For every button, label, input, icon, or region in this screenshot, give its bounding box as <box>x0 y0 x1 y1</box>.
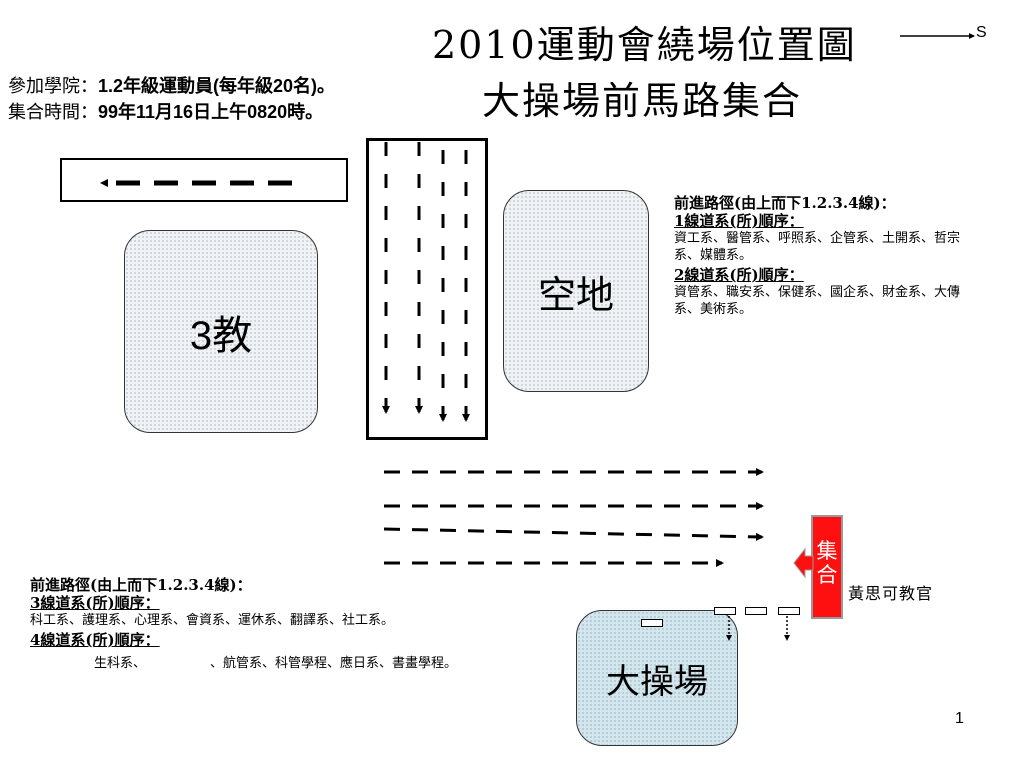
gate-2 <box>745 607 767 615</box>
page-number: 1 <box>955 710 964 727</box>
line2-depts: 資管系、職安系、保健系、國企系、財金系、大傳系、美術系。 <box>674 285 961 317</box>
line2-title: 2線道系(所)順序： <box>674 266 804 284</box>
diagram-title: 2010運動會繞場位置圖 <box>432 23 857 67</box>
line4-depts-b: 、航管系、科管學程、應日系、書畫學程。 <box>210 656 458 671</box>
field-gate <box>641 619 663 627</box>
direction-label: S <box>976 24 987 41</box>
route-bottom-info: 前進路徑(由上而下1.2.3.4線)： 3線道系(所)順序： 科工系、護理系、心… <box>30 576 457 672</box>
time-line: 集合時間：99年11月16日上午0820時。 <box>8 98 323 124</box>
officer-name: 黃思可教官 <box>848 584 934 603</box>
participants-label: 參加學院： <box>8 76 98 96</box>
participants-line: 參加學院：1.2年級運動員(每年級20名)。 <box>8 72 335 98</box>
gate-1 <box>714 607 736 615</box>
downward-route-box <box>366 138 488 440</box>
diagram-subtitle: 大操場前馬路集合 <box>482 79 803 123</box>
big-field: 大操場 <box>576 610 738 746</box>
line4-title: 4線道系(所)順序： <box>30 631 160 649</box>
line4-depts-a: 生科系、 <box>94 656 147 671</box>
route-top-info: 前進路徑(由上而下1.2.3.4線)： 1線道系(所)順序： 資工系、醫管系、呼… <box>674 194 1004 318</box>
assembly-arrow <box>793 547 814 579</box>
route-top-heading: 前進路徑(由上而下1.2.3.4線)： <box>674 194 896 212</box>
line3-depts: 科工系、護理系、心理系、會資系、運休系、翻譯系、社工系。 <box>30 613 395 628</box>
line1-depts: 資工系、醫管系、呼照系、企管系、土開系、哲宗系、媒體系。 <box>674 231 961 263</box>
open-space-label: 空地 <box>537 272 614 317</box>
route-line-3 <box>383 527 764 541</box>
participants-value: 1.2年級運動員(每年級20名)。 <box>98 76 336 96</box>
line1-title: 1線道系(所)順序： <box>674 212 804 230</box>
big-field-label: 大操場 <box>606 662 708 701</box>
time-label: 集合時間： <box>8 102 98 122</box>
time-value: 99年11月16日上午0820時。 <box>98 102 324 122</box>
open-space: 空地 <box>503 190 649 392</box>
building-3: 3教 <box>124 230 318 433</box>
line4-depts: 生科系、 、航管系、科管學程、應日系、書畫學程。 <box>30 655 457 672</box>
gate-3 <box>778 607 800 615</box>
building-3-label: 3教 <box>189 313 253 358</box>
leftward-route-box <box>60 158 348 202</box>
line3-title: 3線道系(所)順序： <box>30 594 160 612</box>
route-bottom-heading: 前進路徑(由上而下1.2.3.4線)： <box>30 576 252 594</box>
